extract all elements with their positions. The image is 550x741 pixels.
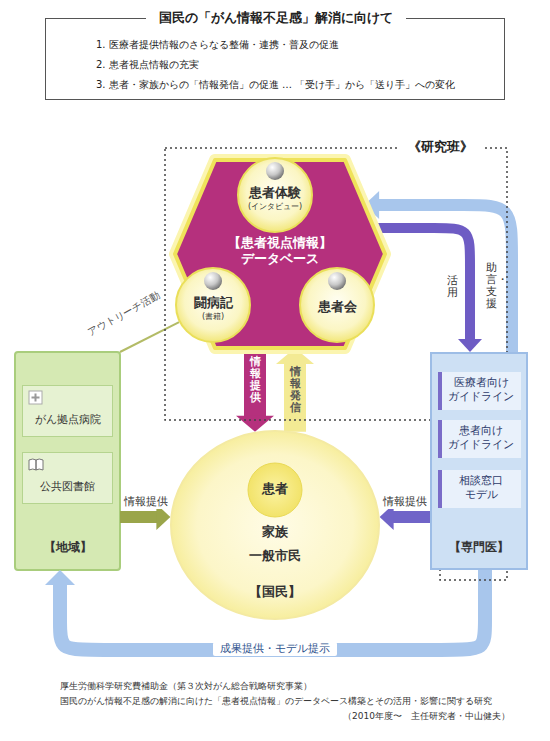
node-text: 国民の「がん情報不足感」解消に向けて (146, 10, 406, 26)
use-arrow (374, 228, 482, 352)
node-text: 家族 (170, 524, 380, 540)
source-circle: 闘病記(書籍) (175, 267, 251, 343)
node-text: 患者向け ガイドライン (444, 424, 518, 452)
box-fill (22, 385, 113, 437)
gloss-sphere (328, 272, 346, 290)
node-text: 患者体験 (237, 185, 313, 201)
connector-line (284, 363, 306, 432)
arrow-head (45, 570, 75, 585)
node-text: 公共図書館 (25, 480, 110, 494)
edge-label: 活用 (447, 275, 458, 299)
edge-label: 情報提供 (381, 495, 429, 509)
hexagon-glow (175, 160, 385, 348)
connector-line (120, 322, 179, 352)
edge-label: 成果提供・モデル提示 (213, 642, 337, 656)
node-text: 【国民】 (170, 584, 380, 600)
info-arrow (380, 504, 430, 530)
goal-box: 国民の「がん情報不足感」解消に向けて1. 医療者提供情報のさらなる整備・連携・普… (45, 18, 505, 100)
node-text: 【地域】 (15, 540, 120, 555)
circle-body (238, 158, 312, 232)
edge-label: 情報発信 (290, 366, 301, 414)
info-arrow (236, 348, 274, 432)
edge-label: 情報提供 (250, 356, 261, 404)
hospital-icon (29, 391, 42, 404)
ellipse-body (171, 431, 379, 619)
connector-line (120, 511, 157, 523)
node-text: 医療者向け ガイドライン (444, 376, 518, 404)
circle-body (176, 268, 250, 342)
node-text: 相談窓口 モデル (444, 474, 518, 502)
edge-label: アウトリーチ活動 (82, 287, 167, 342)
connector-line (374, 228, 470, 340)
connector-line (393, 511, 430, 523)
box-fill (22, 452, 113, 504)
edge-label: 情報提供 (122, 495, 170, 509)
node-text: 闘病記 (175, 295, 251, 311)
specialist-box: 【専門医】 医療者向け ガイドライン患者向け ガイドライン相談窓口 モデル (430, 352, 528, 570)
node-text: 3. 患者・家族からの「情報発信」の促進 … 「受け手」から「送り手」への変化 (96, 79, 501, 92)
node-text: 1. 医療者提供情報のさらなる整備・連携・普及の促進 (96, 39, 501, 52)
node-text: 患者会 (299, 299, 375, 315)
database-hexagon: 【患者視点情報】 データベース患者体験(インタビュー)闘病記(書籍)患者会 (175, 160, 385, 348)
outreach-line (120, 322, 179, 352)
footer-note: 国民のがん情報不足感の解消に向けた「患者視点情報」のデータベース構築とその活用・… (60, 696, 530, 707)
arrow-head (236, 416, 274, 432)
node-text: 【専門医】 (432, 540, 526, 555)
footer-note: 厚生労働科学研究費補助金（第３次対がん総合戦略研究事業） (60, 681, 530, 692)
node-text: 患者 (247, 481, 303, 497)
footer-note: （2010年度〜 主任研究者・中山健夫） (240, 711, 510, 722)
book-icon (29, 459, 43, 470)
resource-box: 公共図書館 (22, 452, 113, 504)
guideline-box: 医療者向け ガイドライン (438, 372, 521, 410)
edge-label: 助言・支援 (486, 262, 497, 310)
node-text: がん拠点病院 (25, 413, 110, 427)
arrow-head (156, 504, 170, 530)
info-arrow (120, 504, 170, 530)
node-text: (書籍) (175, 312, 251, 322)
advice-arrow (364, 191, 512, 352)
hospital-icon (32, 394, 40, 402)
node-text: 2. 患者視点情報の充実 (96, 59, 501, 72)
region-fill (15, 352, 120, 570)
hexagon-body (175, 160, 385, 348)
gloss-sphere (204, 272, 222, 290)
connector-line (244, 348, 266, 417)
circle-body (248, 463, 302, 517)
node-text: (インタビュー) (237, 202, 313, 212)
public-ellipse: 家族一般市民【国民】 患者 (170, 430, 380, 620)
guideline-box: 患者向け ガイドライン (438, 420, 521, 458)
arrow-head (380, 504, 394, 530)
consult-model-box: 相談窓口 モデル (438, 470, 521, 508)
patient-circle: 患者 (247, 462, 303, 518)
source-circle: 患者会 (299, 267, 375, 343)
node-text: 《研究班》 (397, 139, 483, 155)
circle-body (300, 268, 374, 342)
node-text: 一般市民 (170, 548, 380, 564)
region-box: 【地域】 がん拠点病院公共図書館 (15, 352, 120, 570)
resource-box: がん拠点病院 (22, 385, 113, 437)
info-arrow (276, 348, 314, 432)
arrow-head (458, 339, 482, 352)
node-text: 【患者視点情報】 データベース (215, 235, 345, 267)
source-circle: 患者体験(インタビュー) (237, 157, 313, 233)
gloss-sphere (266, 162, 284, 180)
